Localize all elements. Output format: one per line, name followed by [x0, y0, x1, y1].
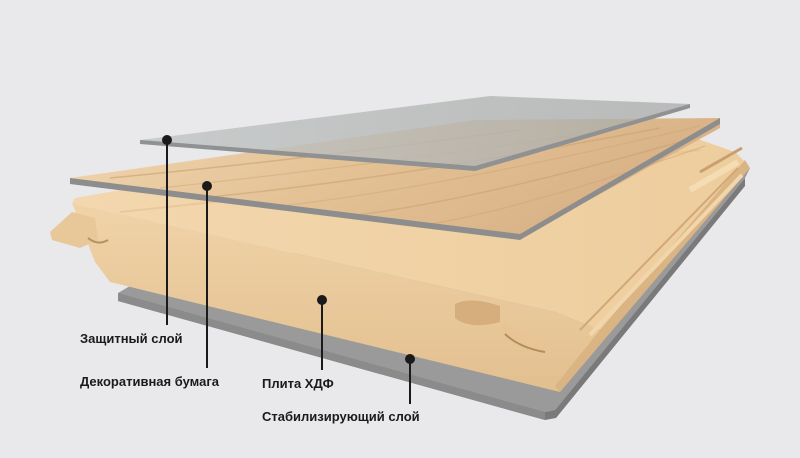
dot-hdf: [317, 295, 327, 305]
label-hdf-board: Плита ХДФ: [262, 376, 334, 391]
protective-layer: [140, 96, 690, 171]
leader-lines: [162, 135, 415, 404]
dot-stab: [405, 354, 415, 364]
dot-protective: [162, 135, 172, 145]
dot-decor: [202, 181, 212, 191]
label-protective-layer: Защитный слой: [80, 331, 183, 346]
label-decorative-paper: Декоративная бумага: [80, 374, 219, 389]
label-stabilizing-layer: Стабилизирующий слой: [262, 409, 420, 424]
